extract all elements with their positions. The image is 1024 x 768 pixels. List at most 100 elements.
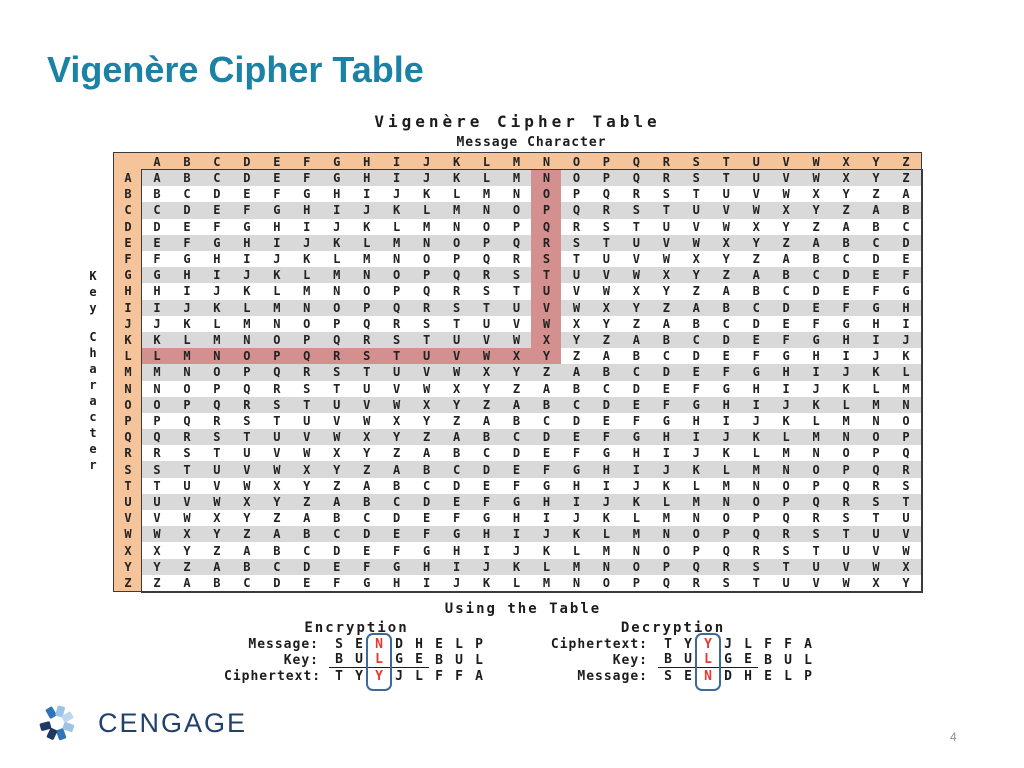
cipher-cell: X — [831, 170, 862, 187]
cipher-cell: F — [501, 477, 532, 494]
cipher-cell: X — [891, 558, 921, 575]
cipher-cell: D — [261, 574, 292, 591]
cipher-cell: G — [621, 429, 652, 446]
cipher-cell: H — [831, 331, 862, 349]
cipher-cell: V — [891, 526, 921, 543]
cipher-cell: Q — [411, 283, 442, 300]
cipher-cell: L — [681, 477, 712, 494]
cipher-cell: G — [351, 574, 382, 591]
cipher-cell: W — [801, 170, 832, 187]
cipher-cell: X — [441, 380, 472, 397]
cipher-cell: P — [651, 558, 682, 575]
cipher-cell: P — [142, 412, 172, 430]
cipher-cell: H — [861, 315, 892, 332]
cipher-cell: B — [381, 477, 412, 494]
cipher-cell: J — [261, 250, 292, 268]
cipher-cell: I — [831, 348, 862, 365]
cipher-cell: C — [501, 429, 532, 446]
col-header-cell: A — [142, 153, 172, 170]
cipher-cell: T — [621, 218, 652, 235]
cipher-cell: I — [441, 558, 472, 575]
cipher-cell: B — [861, 218, 892, 235]
col-header-cell: J — [411, 153, 442, 170]
cipher-cell: L — [711, 461, 742, 478]
cipher-cell: M — [291, 283, 322, 300]
row-header-cell: K — [114, 331, 142, 349]
cipher-cell: H — [891, 299, 921, 316]
letter-slot: A — [804, 636, 812, 652]
cipher-cell: B — [801, 250, 832, 268]
cipher-cell: B — [561, 380, 592, 397]
cipher-cell: P — [441, 250, 472, 268]
cipher-cell: W — [561, 299, 592, 316]
cipher-cell: A — [531, 380, 562, 397]
cipher-cell: M — [471, 186, 502, 203]
cipher-cell: C — [861, 234, 892, 251]
cipher-cell: U — [142, 493, 172, 511]
cipher-cell: H — [471, 526, 502, 543]
cipher-cell: O — [471, 218, 502, 235]
col-header-cell: D — [231, 153, 262, 170]
cipher-cell: U — [771, 574, 802, 591]
cipher-cell: Y — [681, 267, 712, 284]
cipher-cell: C — [531, 412, 562, 430]
cipher-cell: J — [381, 186, 412, 203]
cipher-cell: S — [261, 396, 292, 413]
cipher-cell: V — [441, 348, 472, 365]
cipher-cell: P — [411, 267, 442, 284]
letter-slot: E — [435, 636, 443, 652]
cipher-cell: P — [171, 396, 202, 413]
cipher-cell: R — [531, 234, 562, 251]
cipher-cell: Q — [591, 186, 622, 203]
cipher-cell: A — [771, 250, 802, 268]
cipher-cell: U — [651, 218, 682, 235]
cipher-cell: L — [201, 315, 232, 332]
row-header-cell: U — [114, 493, 142, 511]
cipher-cell: A — [801, 234, 832, 251]
cipher-cell: C — [471, 445, 502, 462]
letter-slot: T — [335, 668, 343, 684]
cipher-cell: X — [711, 234, 742, 251]
cipher-cell: Y — [861, 170, 892, 187]
cipher-cell: Q — [381, 299, 412, 316]
cipher-cell: Q — [261, 364, 292, 381]
cipher-cell: O — [771, 477, 802, 494]
cipher-cell: R — [261, 380, 292, 397]
col-header-cell: G — [321, 153, 352, 170]
cipher-cell: O — [501, 202, 532, 219]
cipher-cell: C — [801, 267, 832, 284]
cipher-cell: D — [591, 396, 622, 413]
cipher-cell: M — [321, 267, 352, 284]
cipher-cell: X — [411, 396, 442, 413]
cipher-cell: M — [651, 510, 682, 527]
cipher-cell: U — [291, 412, 322, 430]
cipher-cell: X — [861, 574, 892, 591]
cipher-cell: I — [621, 461, 652, 478]
cipher-cell: K — [711, 445, 742, 462]
col-header-cell: I — [381, 153, 412, 170]
cipher-cell: P — [501, 218, 532, 235]
cipher-cell: Q — [142, 429, 172, 446]
row-header-cell: Z — [114, 574, 142, 591]
cipher-cell: V — [561, 283, 592, 300]
cipher-cell: N — [651, 526, 682, 543]
cipher-cell: W — [681, 234, 712, 251]
cipher-cell: V — [142, 510, 172, 527]
cipher-cell: X — [651, 267, 682, 284]
cipher-cell: N — [801, 445, 832, 462]
cipher-cell: U — [261, 429, 292, 446]
cipher-cell: W — [711, 218, 742, 235]
cipher-cell: Z — [381, 445, 412, 462]
cipher-cell: A — [501, 396, 532, 413]
row-header-cell: V — [114, 510, 142, 527]
cipher-cell: O — [381, 267, 412, 284]
cipher-cell: I — [381, 170, 412, 187]
row-header-cell: Y — [114, 558, 142, 575]
cipher-cell: A — [561, 364, 592, 381]
cipher-cell: R — [831, 493, 862, 511]
col-header-cell: P — [591, 153, 622, 170]
cipher-cell: N — [711, 493, 742, 511]
cipher-cell: R — [651, 170, 682, 187]
cipher-cell: G — [291, 186, 322, 203]
